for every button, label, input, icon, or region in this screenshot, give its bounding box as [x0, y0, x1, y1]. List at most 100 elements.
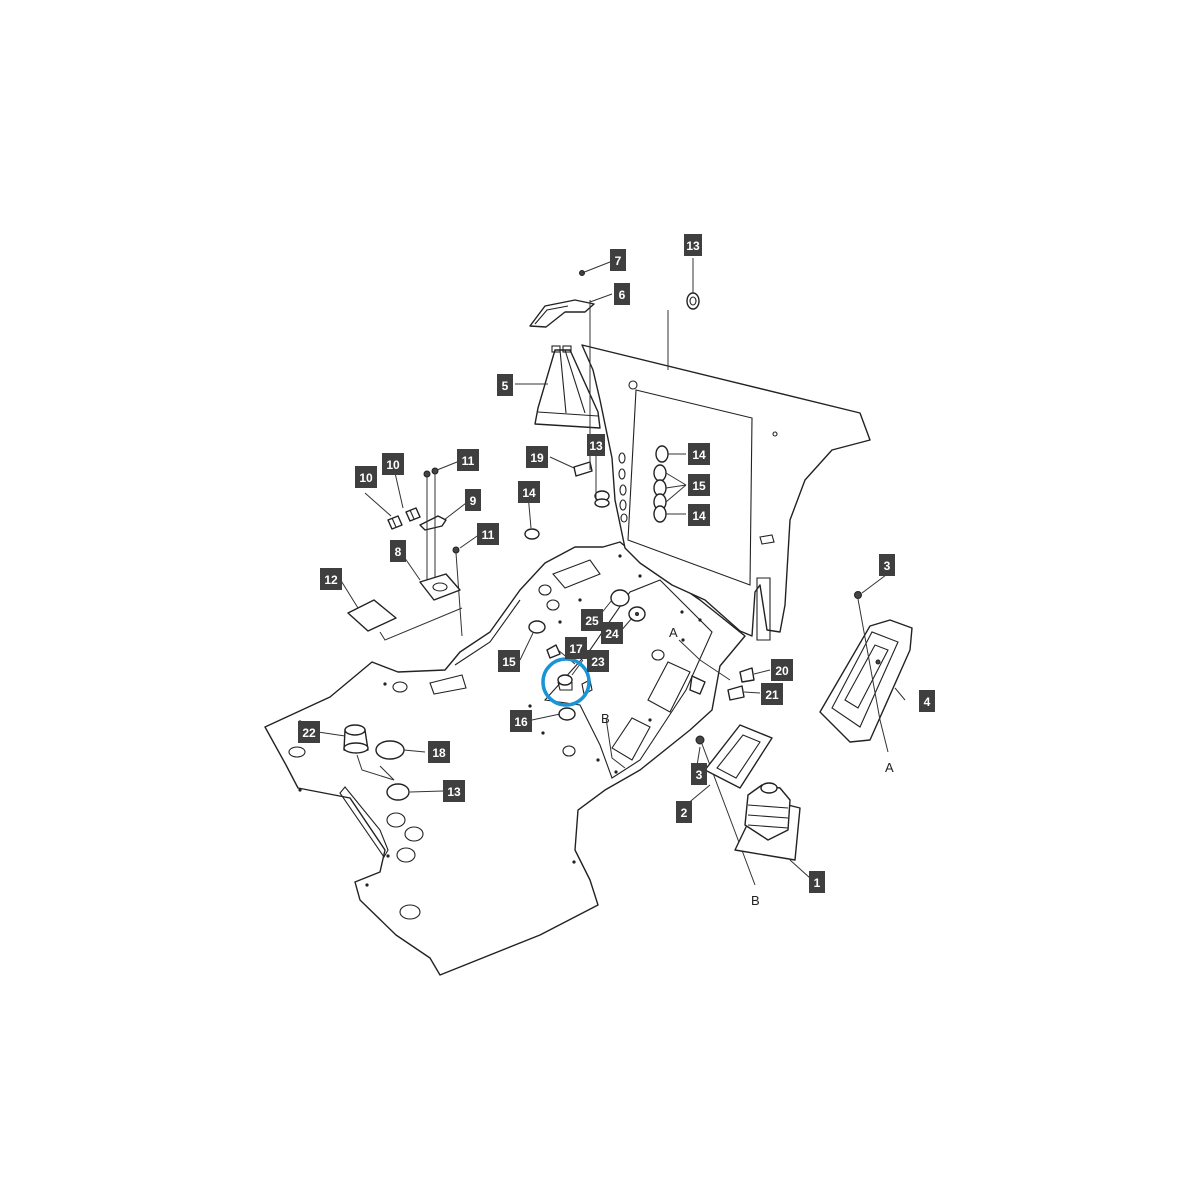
bolt-11-mid [452, 546, 463, 637]
grommet-top [686, 292, 700, 310]
callout-3-bottom: 3 [691, 763, 707, 785]
callout-15-floor: 15 [498, 650, 520, 672]
callout-19: 19 [526, 446, 548, 468]
svg-text:11: 11 [482, 528, 495, 542]
plug-18 [375, 740, 405, 760]
plug-15 [528, 620, 546, 634]
callout-11-mid: 11 [477, 523, 499, 545]
svg-text:15: 15 [692, 479, 706, 493]
ref-letter-b-part1: B [751, 893, 760, 908]
gasket-2 [704, 724, 773, 789]
grommet-16 [558, 707, 576, 721]
plug-13-floor [386, 783, 410, 801]
plug-14-left [524, 528, 540, 540]
callout-14-mid: 14 [688, 504, 710, 526]
panel-grommets [653, 445, 669, 523]
callout-24: 24 [601, 622, 623, 644]
clip-10-a [387, 515, 403, 530]
svg-text:4: 4 [924, 695, 931, 709]
svg-text:14: 14 [522, 486, 536, 500]
callout-13-floor: 13 [443, 780, 465, 802]
svg-text:13: 13 [447, 785, 461, 799]
callout-4: 4 [919, 690, 935, 712]
callout-9: 9 [465, 489, 481, 511]
plug-24 [628, 606, 646, 622]
svg-text:1: 1 [814, 876, 821, 890]
callout-17: 17 [565, 637, 587, 659]
callout-18: 18 [428, 741, 450, 763]
callout-20: 20 [771, 659, 793, 681]
callout-1: 1 [809, 871, 825, 893]
clip-10-b [405, 507, 421, 522]
callout-5: 5 [497, 374, 513, 396]
callout-11-top: 11 [457, 449, 479, 471]
reference-letters: A B A B [601, 625, 894, 908]
callout-13-top: 13 [684, 234, 702, 256]
callout-10-left: 10 [355, 466, 377, 488]
svg-text:17: 17 [569, 642, 583, 656]
ref-letter-a-floor: A [669, 625, 678, 640]
svg-text:13: 13 [589, 439, 603, 453]
handle-cover-6 [529, 299, 595, 328]
ref-letter-b-floor: B [601, 711, 610, 726]
grommet-mid [594, 490, 610, 508]
plate-8 [419, 573, 461, 601]
svg-text:15: 15 [502, 655, 516, 669]
svg-text:10: 10 [386, 458, 400, 472]
bolts-11-top [423, 467, 439, 585]
svg-text:6: 6 [619, 288, 626, 302]
svg-text:16: 16 [514, 715, 528, 729]
callout-21: 21 [761, 683, 783, 705]
svg-text:14: 14 [692, 448, 706, 462]
svg-text:8: 8 [395, 545, 402, 559]
svg-text:12: 12 [324, 573, 338, 587]
bracket-floor-a [689, 675, 706, 695]
callout-2: 2 [676, 801, 692, 823]
svg-text:5: 5 [502, 379, 509, 393]
lever-boot-5 [534, 345, 601, 429]
plug-25 [610, 589, 630, 607]
callout-7: 7 [610, 249, 626, 271]
svg-text:11: 11 [462, 454, 475, 468]
callout-14-left: 14 [518, 481, 540, 503]
svg-text:24: 24 [605, 627, 619, 641]
callout-25: 25 [581, 609, 603, 631]
callout-8: 8 [390, 540, 406, 562]
bracket-9 [419, 515, 447, 531]
svg-text:18: 18 [432, 746, 446, 760]
svg-text:25: 25 [585, 614, 599, 628]
callout-3-top: 3 [879, 554, 895, 576]
callout-12: 12 [320, 568, 342, 590]
callout-13-mid: 13 [587, 434, 605, 456]
svg-text:10: 10 [359, 471, 373, 485]
clip-17 [546, 644, 561, 659]
svg-text:22: 22 [302, 726, 316, 740]
cab-rear-panel [581, 344, 871, 641]
svg-text:2: 2 [681, 806, 688, 820]
clip-21 [727, 685, 745, 701]
svg-text:21: 21 [765, 688, 779, 702]
svg-text:20: 20 [775, 664, 789, 678]
svg-text:14: 14 [692, 509, 706, 523]
svg-text:3: 3 [884, 559, 891, 573]
boot-22 [343, 724, 395, 781]
callout-6: 6 [614, 283, 630, 305]
svg-text:9: 9 [470, 494, 477, 508]
svg-text:3: 3 [696, 768, 703, 782]
callout-10-right: 10 [382, 453, 404, 475]
callout-22: 22 [298, 721, 320, 743]
shift-boot-1 [734, 782, 801, 861]
callout-14-top: 14 [688, 443, 710, 465]
pedal-4 [819, 591, 913, 753]
svg-text:19: 19 [530, 451, 544, 465]
cap-19 [573, 461, 593, 477]
svg-text:13: 13 [686, 239, 700, 253]
cover-12 [347, 599, 463, 641]
ref-letter-a-part4: A [885, 760, 894, 775]
callouts: 13 7 6 5 13 19 14 15 14 14 11 10 10 9 11… [298, 234, 935, 893]
callout-15-top: 15 [688, 474, 710, 496]
svg-text:23: 23 [591, 655, 605, 669]
callout-23: 23 [587, 650, 609, 672]
clip-20 [739, 667, 755, 683]
